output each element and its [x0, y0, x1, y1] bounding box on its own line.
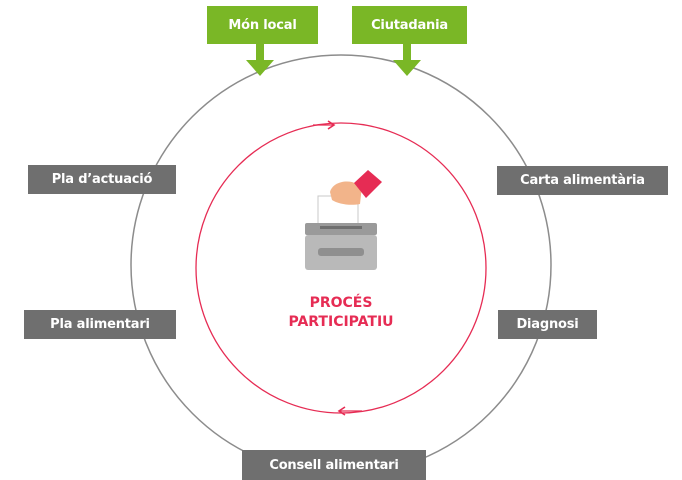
diagnosis-box: Diagnosi [498, 310, 597, 339]
action-plan-label: Pla d’actuació [51, 172, 153, 187]
process-title-line1: PROCÉS [309, 295, 373, 311]
food-charter-box: Carta alimentària [497, 166, 668, 195]
local-world-label: Món local [228, 17, 297, 33]
diagnosis-label: Diagnosi [516, 317, 579, 332]
ballot-box-icon [305, 170, 382, 270]
food-council-box: Consell alimentari [242, 450, 426, 480]
food-charter-label: Carta alimentària [520, 173, 645, 188]
process-title: PROCÉS PARTICIPATIU [241, 294, 441, 332]
arrow-down-icon [246, 44, 274, 76]
food-plan-label: Pla alimentari [50, 317, 150, 332]
action-plan-box: Pla d’actuació [28, 165, 176, 194]
local-world-box: Món local [207, 6, 318, 44]
food-plan-box: Pla alimentari [24, 310, 176, 339]
food-council-label: Consell alimentari [269, 457, 399, 473]
arrow-down-icon [393, 44, 421, 76]
citizenship-label: Ciutadania [371, 17, 448, 33]
process-title-line2: PARTICIPATIU [288, 314, 394, 330]
citizenship-box: Ciutadania [352, 6, 467, 44]
